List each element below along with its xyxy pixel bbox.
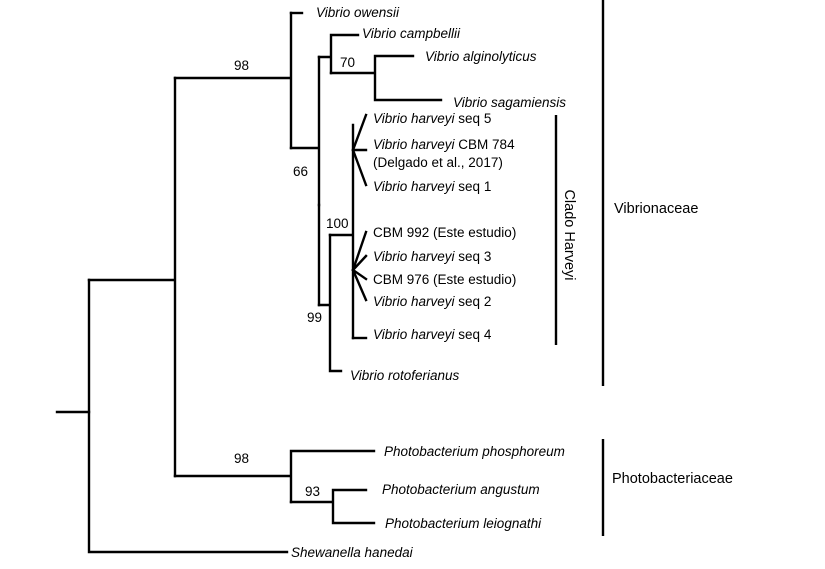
taxon-label-owensii: Vibrio owensii [316, 5, 400, 20]
harveyi-seq2-name: Vibrio harveyi [373, 294, 456, 309]
tree-branches [55, 11, 443, 554]
taxon-label-harveyi-seq1: Vibrio harveyi seq 1 [373, 179, 491, 194]
taxon-label-harveyi-cbm784-ref: (Delgado et al., 2017) [373, 155, 503, 170]
alginolyticus-node-branch [329, 54, 443, 102]
photobacteriaceae-node-branch [173, 449, 376, 504]
bootstrap-harveyi-clade: 100 [326, 216, 349, 231]
taxon-label-cbm992: CBM 992 (Este estudio) [373, 225, 516, 240]
phosphoreum-name: Photobacterium phosphoreum [384, 444, 565, 459]
campbellii-node-branch [317, 33, 360, 75]
harveyi-seq5-name: Vibrio harveyi [373, 111, 456, 126]
harveyi-seq5-suffix: seq 5 [455, 111, 492, 126]
clado-harveyi-label: Clado Harveyi [561, 189, 577, 280]
rotoferianus-name: Vibrio rotoferianus [350, 368, 460, 383]
angustum-name: Photobacterium angustum [382, 482, 540, 497]
taxon-label-phosphoreum: Photobacterium phosphoreum [384, 444, 565, 459]
taxon-label-hanedai: Shewanella hanedai [291, 545, 414, 560]
bootstrap-rotoferianus-group: 99 [307, 310, 322, 325]
taxon-label-leiognathi: Photobacterium leiognathi [385, 516, 542, 531]
harveyi-seq3-name: Vibrio harveyi [373, 249, 456, 264]
harveyi-clade-branch [328, 123, 355, 340]
bootstrap-angustum-pair: 93 [305, 484, 320, 499]
bootstrap-photobacteriaceae: 98 [234, 451, 249, 466]
group-brackets: Clado Harveyi Vibrionaceae Photobacteria… [554, 0, 733, 536]
taxon-label-harveyi-seq3: Vibrio harveyi seq 3 [373, 249, 491, 264]
leiognathi-name: Photobacterium leiognathi [385, 516, 542, 531]
harveyi-seq4-name: Vibrio harveyi [373, 327, 456, 342]
hanedai-name: Shewanella hanedai [291, 545, 414, 560]
taxon-label-alginolyticus: Vibrio alginolyticus [425, 49, 537, 64]
campbellii-name: Vibrio campbellii [362, 26, 461, 41]
harveyi-seq1-name: Vibrio harveyi [373, 179, 456, 194]
taxon-label-campbellii: Vibrio campbellii [362, 26, 461, 41]
harveyi-cbm784-suffix: CBM 784 [455, 137, 516, 152]
bootstrap-alginolyticus-pair: 70 [340, 55, 355, 70]
harveyi-seq2-suffix: seq 2 [455, 294, 492, 309]
taxon-label-rotoferianus: Vibrio rotoferianus [350, 368, 460, 383]
angustum-node-branch [289, 488, 376, 525]
cbm992-suffix: CBM 992 (Este estudio) [373, 225, 516, 240]
vibrionaceae-node-branch [173, 11, 293, 150]
harveyi-cbm784-ref-suffix: (Delgado et al., 2017) [373, 155, 503, 170]
cbm976-suffix: CBM 976 (Este estudio) [373, 272, 516, 287]
ingroup-node-branch [87, 76, 177, 478]
taxon-label-cbm976: CBM 976 (Este estudio) [373, 272, 516, 287]
vibrionaceae-label: Vibrionaceae [614, 201, 698, 217]
owensii-name: Vibrio owensii [316, 5, 400, 20]
bootstrap-vibrionaceae: 98 [234, 58, 249, 73]
harveyi-seq1-suffix: seq 1 [455, 179, 492, 194]
taxon-label-harveyi-cbm784: Vibrio harveyi CBM 784 [373, 137, 515, 152]
taxon-label-angustum: Photobacterium angustum [382, 482, 540, 497]
harveyi-seq3-suffix: seq 3 [455, 249, 492, 264]
harveyi-lower-wedge [351, 230, 368, 302]
taxon-label-harveyi-seq4: Vibrio harveyi seq 4 [373, 327, 492, 342]
node-66-branch [289, 55, 321, 207]
bootstrap-harveyi-group: 66 [293, 164, 308, 179]
taxon-label-sagamiensis: Vibrio sagamiensis [453, 95, 566, 110]
taxon-label-harveyi-seq5: Vibrio harveyi seq 5 [373, 111, 491, 126]
harveyi-upper-wedge [351, 113, 368, 187]
harveyi-seq4-suffix: seq 4 [455, 327, 492, 342]
alginolyticus-name: Vibrio alginolyticus [425, 49, 537, 64]
node-99-inner-branch [317, 233, 343, 373]
photobacteriaceae-label: Photobacteriaceae [612, 471, 733, 487]
harveyi-cbm784-name: Vibrio harveyi [373, 137, 456, 152]
taxon-labels: Vibrio owensii Vibrio campbellii Vibrio … [291, 5, 566, 560]
sagamiensis-name: Vibrio sagamiensis [453, 95, 566, 110]
root-node-branch [87, 278, 289, 554]
bootstrap-values: 98 70 66 100 99 98 93 [234, 55, 355, 499]
taxon-label-harveyi-seq2: Vibrio harveyi seq 2 [373, 294, 491, 309]
